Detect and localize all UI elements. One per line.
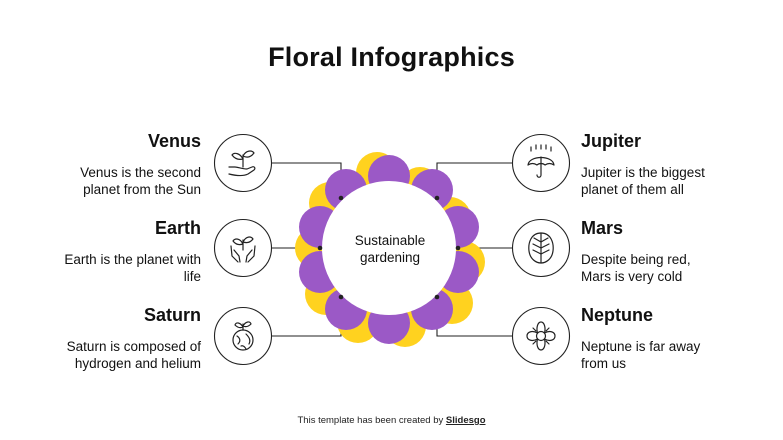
item-desc-line: hydrogen and helium (74, 355, 201, 371)
leaf-icon (528, 232, 554, 264)
item-desc-line: Jupiter is the biggest (581, 165, 705, 180)
item-desc-line: planet of them all (581, 181, 684, 197)
dot (338, 195, 344, 201)
center-label-line1: Sustainable (354, 233, 426, 248)
item-title-venus: Venus (147, 131, 201, 151)
item-desc-saturn: Saturn is composed of hydrogen and heliu… (67, 339, 201, 372)
item-desc-jupiter: Jupiter is the biggest planet of them al… (581, 165, 705, 198)
center-label-line2: gardening (359, 249, 421, 265)
item-desc-line: Venus is the second (80, 165, 201, 180)
icon-circle-neptune (511, 306, 571, 366)
item-title-jupiter: Jupiter (581, 131, 642, 151)
page-title: Floral Infographics (268, 42, 515, 72)
center-label: Sustainable gardening (330, 233, 450, 266)
hands-holding-plant-icon (230, 236, 256, 263)
item-desc-line: life (183, 268, 201, 284)
item-title-neptune: Neptune (581, 305, 653, 325)
item-desc-line: Despite being red, (581, 252, 691, 267)
item-desc-earth: Earth is the planet with life (64, 252, 201, 285)
umbrella-rain-icon (527, 144, 555, 178)
item-desc-line: Mars is very cold (581, 268, 683, 284)
footer-prefix: This template has been created by (297, 415, 446, 426)
item-title-earth: Earth (154, 218, 201, 238)
item-desc-venus: Venus is the second planet from the Sun (80, 165, 201, 198)
item-desc-line: from us (581, 355, 627, 371)
item-desc-mars: Despite being red, Mars is very cold (581, 252, 691, 285)
item-desc-line: Earth is the planet with (64, 252, 201, 267)
item-desc-neptune: Neptune is far away from us (581, 339, 700, 372)
dot (455, 245, 461, 251)
item-title-saturn: Saturn (143, 305, 201, 325)
dot (317, 245, 323, 251)
item-desc-line: Neptune is far away (581, 339, 701, 354)
sprouting-earth-icon (232, 321, 254, 351)
item-title-mars: Mars (581, 218, 624, 238)
connector-dots (317, 195, 461, 300)
item-desc-line: planet from the Sun (83, 181, 201, 197)
flower (295, 152, 485, 347)
flower-icon (526, 321, 556, 351)
icon-circle-saturn (213, 306, 273, 366)
plant-in-hand-icon (228, 150, 256, 177)
footer-brand-link[interactable]: Slidesgo (445, 415, 486, 426)
footer-credit: This template has been created by Slides… (0, 415, 783, 426)
dot (338, 294, 344, 300)
flower-center (322, 181, 456, 315)
dot (434, 195, 440, 201)
item-desc-line: Saturn is composed of (66, 339, 201, 354)
dot (434, 294, 440, 300)
